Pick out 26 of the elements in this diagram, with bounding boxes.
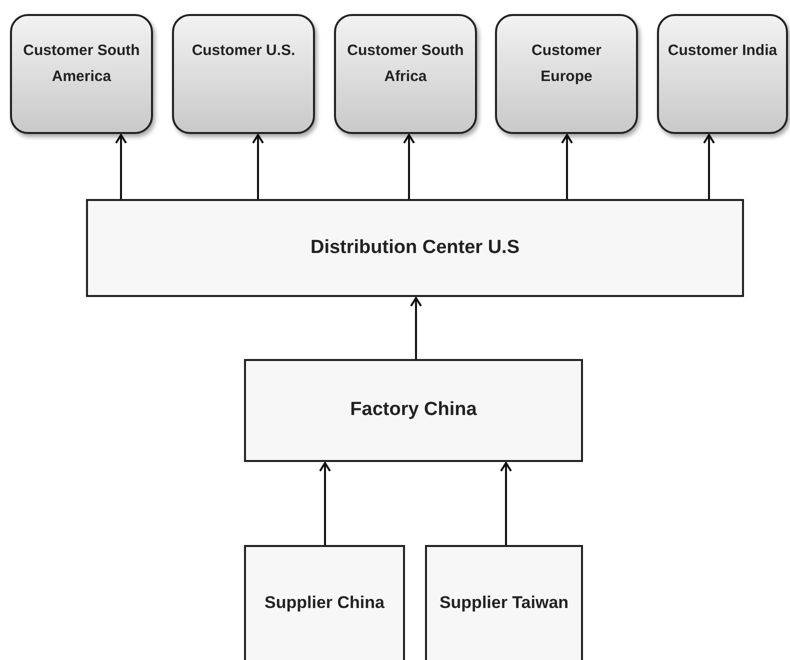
- node-label: Customer South Africa: [346, 41, 465, 87]
- arrow: [252, 134, 264, 199]
- customer-box: [657, 14, 788, 134]
- node-label: Customer South America: [22, 41, 141, 87]
- distribution-box: [86, 199, 744, 297]
- supplier-box: [244, 545, 405, 660]
- factory-box: [244, 359, 583, 462]
- arrow: [561, 134, 573, 199]
- arrow: [115, 134, 127, 199]
- node-label: Factory China: [349, 398, 478, 422]
- node-label: Customer Europe: [530, 41, 602, 87]
- arrow: [410, 297, 422, 359]
- node-label: Distribution Center U.S: [309, 236, 520, 260]
- arrow: [500, 462, 512, 545]
- node-label: Supplier Taiwan: [438, 592, 570, 614]
- customer-box: [334, 14, 477, 134]
- customer-box: [172, 14, 315, 134]
- customer-box: [495, 14, 638, 134]
- arrow: [319, 462, 331, 545]
- arrow: [703, 134, 715, 199]
- supplier-box: [425, 545, 583, 660]
- node-label: Customer India: [666, 41, 778, 61]
- customer-box: [10, 14, 153, 134]
- arrow: [403, 134, 415, 199]
- node-label: Supplier China: [264, 592, 386, 614]
- node-label: Customer U.S.: [190, 41, 296, 61]
